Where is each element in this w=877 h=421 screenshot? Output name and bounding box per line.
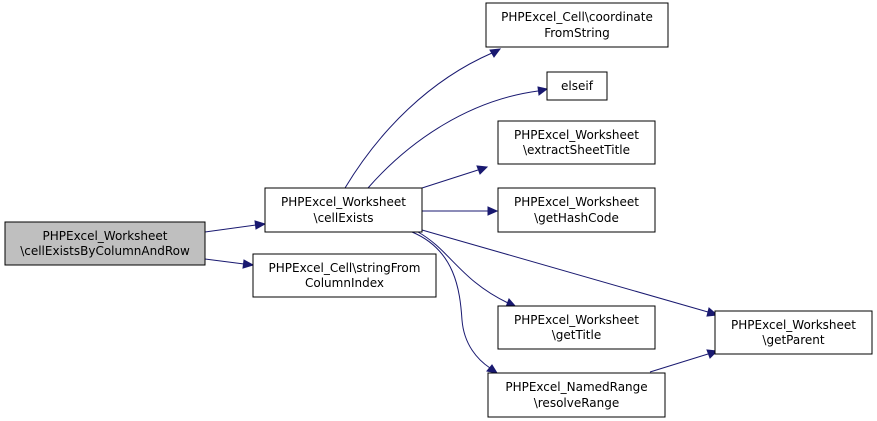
edge-cellexists-to-resolverange	[411, 231, 491, 369]
node-label: \resolveRange	[534, 396, 620, 410]
arrowhead	[487, 206, 499, 216]
edge-cellexists-to-getparent	[421, 229, 709, 313]
node-label: PHPExcel_Worksheet	[514, 195, 639, 209]
node-label: \getTitle	[552, 328, 601, 342]
node-label: \getHashCode	[534, 211, 619, 225]
edge-cellexists-to-coordinatefromstring	[344, 52, 493, 189]
node-gettitle[interactable]: PHPExcel_Worksheet \getTitle	[497, 305, 656, 350]
node-label: PHPExcel_NamedRange	[505, 380, 647, 394]
node-label: PHPExcel_Worksheet	[514, 313, 639, 327]
node-root[interactable]: PHPExcel_Worksheet \cellExistsByColumnAn…	[4, 221, 206, 266]
edges	[204, 48, 719, 374]
node-label: \cellExists	[314, 211, 374, 225]
arrowhead	[242, 259, 255, 269]
node-label: PHPExcel_Cell\coordinate	[501, 10, 653, 24]
edge-cellexists-to-elseif	[367, 90, 539, 189]
node-label: \getParent	[762, 333, 824, 347]
edge-resolverange-to-getparent	[649, 353, 709, 373]
node-label: \cellExistsByColumnAndRow	[20, 244, 190, 258]
node-extractsheettitle[interactable]: PHPExcel_Worksheet \extractSheetTitle	[497, 120, 656, 165]
edge-cellexists-to-extractsheettitle	[421, 169, 479, 189]
arrowhead	[489, 48, 502, 58]
node-stringfromcolumnindex[interactable]: PHPExcel_Cell\stringFrom ColumnIndex	[252, 253, 437, 298]
node-getparent[interactable]: PHPExcel_Worksheet \getParent	[714, 310, 873, 355]
node-label: PHPExcel_Worksheet	[731, 318, 856, 332]
edge-cellexists-to-gettitle	[417, 231, 509, 304]
node-label: PHPExcel_Cell\stringFrom	[269, 261, 421, 275]
arrowhead	[254, 220, 267, 230]
node-coordinatefromstring[interactable]: PHPExcel_Cell\coordinate FromString	[485, 2, 669, 48]
node-label: PHPExcel_Worksheet	[43, 229, 168, 243]
node-label: \extractSheetTitle	[523, 143, 630, 157]
node-label: elseif	[561, 79, 594, 93]
arrowhead	[476, 165, 489, 175]
node-label: FromString	[544, 26, 610, 40]
node-resolverange[interactable]: PHPExcel_NamedRange \resolveRange	[487, 372, 666, 418]
node-label: ColumnIndex	[305, 276, 384, 290]
edge-root-to-stringfromcolumnindex	[204, 258, 245, 265]
arrowhead	[486, 364, 499, 374]
edge-root-to-cellexists	[204, 224, 257, 233]
node-label: PHPExcel_Worksheet	[281, 195, 406, 209]
node-cellexists[interactable]: PHPExcel_Worksheet \cellExists	[264, 187, 423, 233]
node-label: PHPExcel_Worksheet	[514, 128, 639, 142]
node-elseif[interactable]: elseif	[546, 71, 608, 101]
node-gethashcode[interactable]: PHPExcel_Worksheet \getHashCode	[497, 187, 656, 233]
arrowhead	[537, 86, 549, 96]
